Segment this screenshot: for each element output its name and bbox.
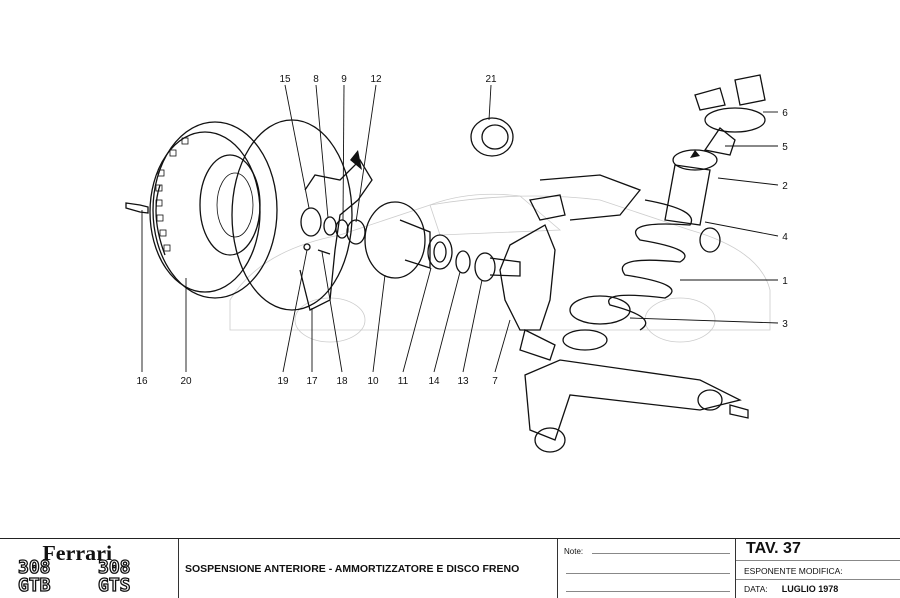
date-row: DATA:LUGLIO 1978: [744, 584, 839, 594]
notes-line: [592, 553, 730, 554]
date-value: LUGLIO 1978: [781, 584, 839, 594]
callout-10: 10: [367, 376, 379, 387]
info-cell: TAV. 37 ESPONENTE MODIFICA: DATA:LUGLIO …: [736, 539, 900, 598]
lower-control-arm: [524, 174, 749, 453]
callout-9: 9: [341, 74, 347, 85]
table-number: TAV. 37: [746, 540, 801, 557]
notes-label: Note:: [564, 547, 584, 556]
bearing-set: [300, 207, 366, 255]
callout-5: 5: [782, 142, 788, 153]
callout-1: 1: [782, 276, 788, 287]
callout-17: 17: [306, 376, 318, 387]
wheel-stud: [125, 202, 149, 214]
callout-16: 16: [136, 376, 148, 387]
car-silhouette-background: [229, 193, 771, 343]
callout-15: 15: [279, 74, 291, 85]
ferrari-logo: Ferrari: [42, 541, 113, 565]
callout-6: 6: [782, 108, 788, 119]
callout-labels: 15 8 9 12 21 6 5 2 4 1 3 16 20 19 17 18 …: [136, 74, 788, 387]
divider: [736, 560, 900, 561]
description-cell: SOSPENSIONE ANTERIORE - AMMORTIZZATORE E…: [179, 539, 558, 598]
diagram-title: SOSPENSIONE ANTERIORE - AMMORTIZZATORE E…: [185, 563, 520, 575]
callout-11: 11: [398, 376, 409, 387]
shock-absorber: [562, 74, 766, 351]
callout-7: 7: [492, 376, 498, 387]
callout-20: 20: [180, 376, 192, 387]
callout-12: 12: [370, 74, 382, 85]
leader-lines: [141, 84, 779, 373]
steering-knuckle: [499, 194, 566, 361]
exploded-parts-diagram: 15 8 9 12 21 6 5 2 4 1 3 16 20 19 17 18 …: [125, 74, 788, 453]
callout-4: 4: [782, 232, 788, 243]
revision-label: ESPONENTE MODIFICA:: [744, 566, 843, 576]
callout-13: 13: [457, 376, 469, 387]
oil-seal: [470, 117, 514, 157]
brake-disc: [149, 121, 278, 299]
notes-cell: Note:: [558, 539, 736, 598]
wheel-hub: [364, 201, 453, 279]
divider: [736, 579, 900, 580]
callout-18: 18: [336, 376, 348, 387]
notes-line: [566, 591, 730, 592]
callout-2: 2: [782, 181, 788, 192]
notes-line: [566, 573, 730, 574]
callout-21: 21: [485, 74, 497, 85]
callout-14: 14: [428, 376, 440, 387]
seal-and-bearing: [455, 250, 521, 282]
callout-3: 3: [782, 319, 788, 330]
callout-19: 19: [277, 376, 289, 387]
callout-8: 8: [313, 74, 319, 85]
